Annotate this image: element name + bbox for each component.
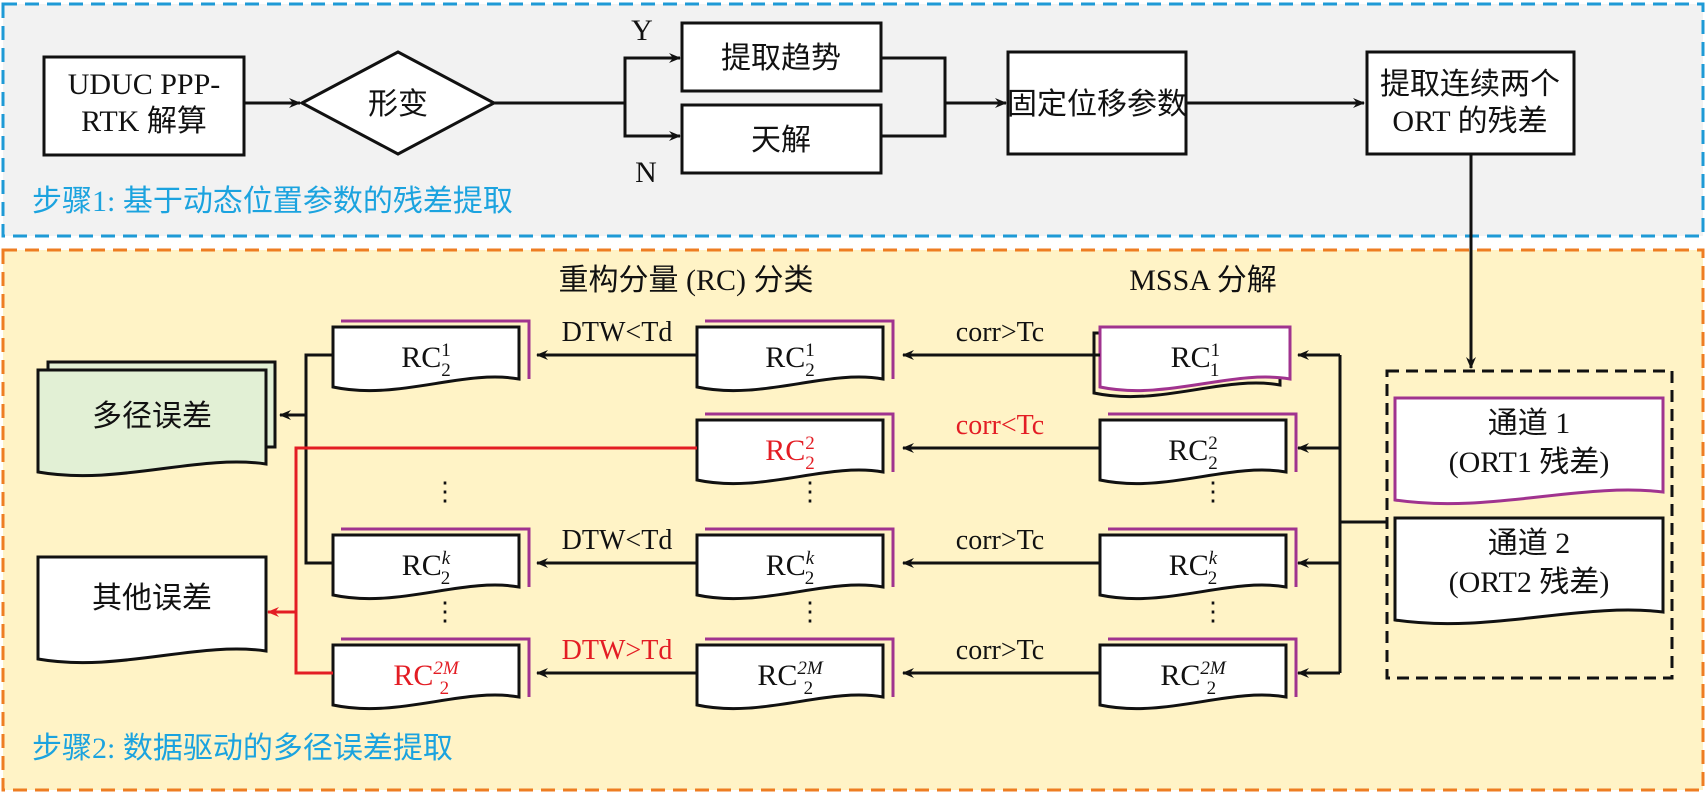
step1-label: 步骤1: 基于动态位置参数的残差提取 (32, 185, 513, 218)
ellipsis-3-2: ⋮ (1200, 597, 1226, 626)
extract-trend-box: 提取趋势 (680, 21, 883, 93)
extract-trend-label: 提取趋势 (721, 42, 841, 75)
multipath-error-doc: 多径误差 (36, 360, 277, 478)
float-solution-label: 天解 (751, 124, 811, 157)
channel-group (1385, 369, 1674, 680)
other-error-bus (294, 446, 697, 675)
other-error-doc: 其他误差 (36, 555, 268, 665)
branch-no-label: N (635, 156, 657, 189)
uduc-line1: UDUC PPP- (68, 68, 221, 101)
step2-label: 步骤2: 数据驱动的多径误差提取 (32, 732, 453, 765)
corr-label-3: corr>Tc (956, 525, 1044, 556)
ellipsis-1-2: ⋮ (432, 597, 458, 626)
arrow-yes (623, 53, 681, 103)
deformation-decision: 形变 (298, 50, 498, 156)
corr-label-4: corr>Tc (956, 635, 1044, 666)
merge-line (881, 56, 947, 138)
channel-1-line1: 通道 1 (1488, 407, 1571, 440)
fix-displacement-label: 固定位移参数 (1007, 88, 1187, 121)
rc-classify-title: 重构分量 (RC) 分类 (559, 264, 814, 297)
multipath-bus (304, 353, 333, 565)
branch-yes-label: Y (631, 14, 653, 47)
other-error-label: 其他误差 (92, 582, 212, 615)
dtw-label-2: DTW<Td (562, 525, 673, 556)
channel-2-line1: 通道 2 (1488, 527, 1571, 560)
uduc-line2: RTK 解算 (81, 105, 207, 138)
residual-line2: ORT 的残差 (1392, 105, 1547, 138)
fix-displacement-box: 固定位移参数 (1006, 50, 1188, 156)
residual-line1: 提取连续两个 (1380, 68, 1560, 101)
channel-1-line2: (ORT1 残差) (1449, 446, 1610, 479)
arrow-no (623, 103, 681, 141)
ellipsis-3-1: ⋮ (1200, 477, 1226, 506)
ellipsis-1-1: ⋮ (432, 477, 458, 506)
decision-label: 形变 (368, 88, 428, 121)
uduc-ppp-rtk-box: UDUC PPP- RTK 解算 (42, 55, 246, 157)
dtw-label-3: DTW>Td (562, 635, 673, 666)
float-solution-box: 天解 (680, 103, 883, 175)
dtw-label-1: DTW<Td (562, 317, 673, 348)
corr-label-1: corr>Tc (956, 317, 1044, 348)
ellipsis-2-2: ⋮ (797, 597, 823, 626)
channel-1-doc: 通道 1 (ORT1 残差) (1393, 396, 1665, 506)
corr-label-2: corr<Tc (956, 410, 1044, 441)
extract-residual-box: 提取连续两个 ORT 的残差 (1365, 50, 1576, 156)
channel-2-line2: (ORT2 残差) (1449, 566, 1610, 599)
ellipsis-2-1: ⋮ (797, 477, 823, 506)
multipath-error-label: 多径误差 (92, 400, 212, 433)
channel-2-doc: 通道 2 (ORT2 残差) (1393, 516, 1665, 626)
mssa-title: MSSA 分解 (1129, 264, 1277, 297)
